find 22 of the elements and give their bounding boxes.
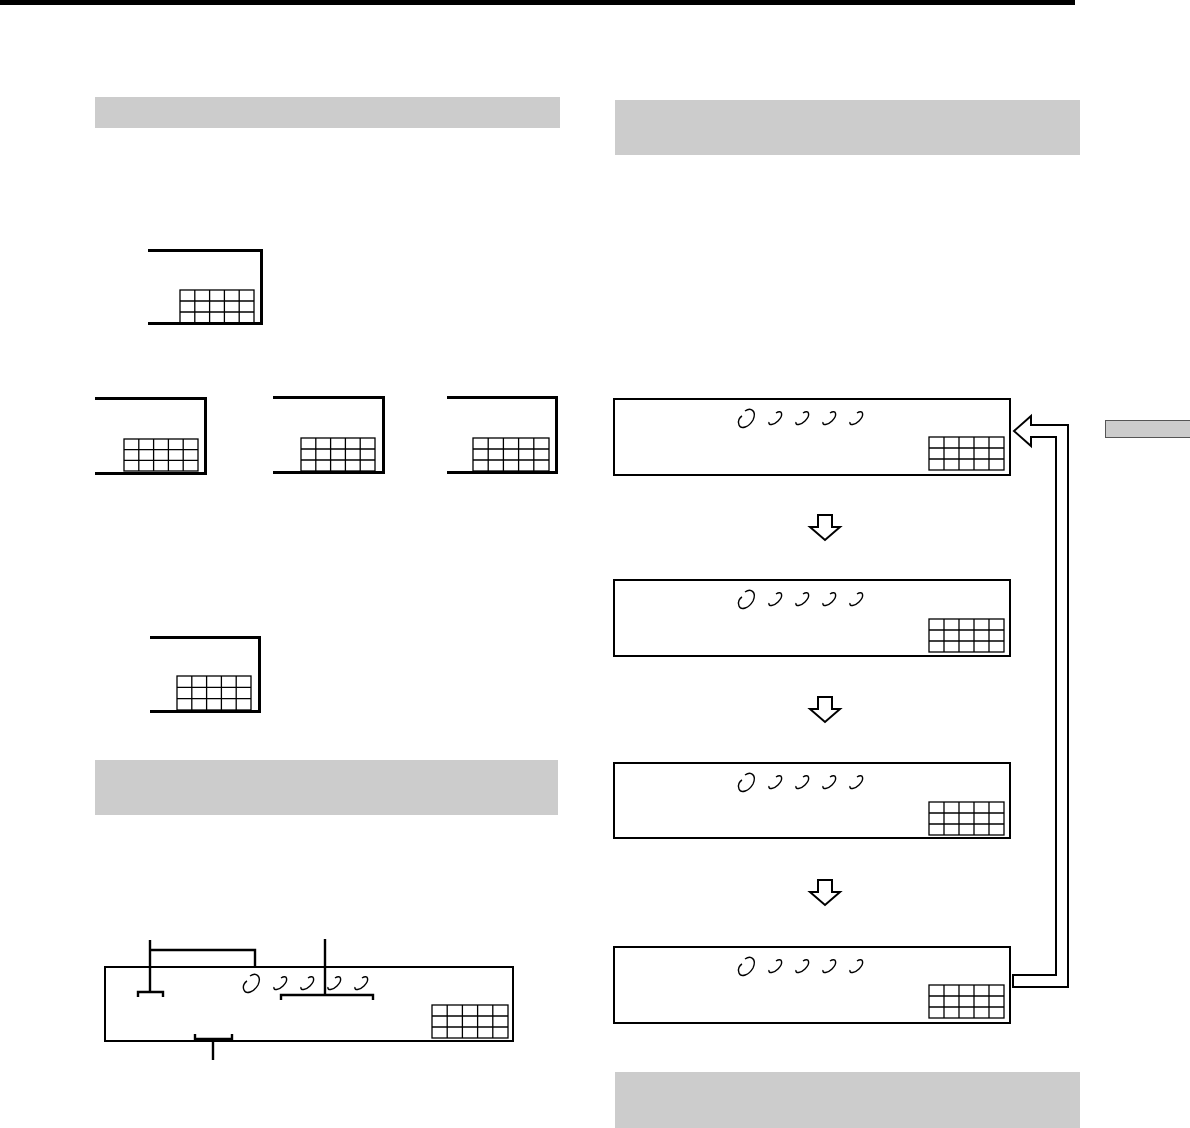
- hollow-arrow: [807, 514, 843, 542]
- heading-band: [95, 760, 558, 815]
- side-tab: [1105, 420, 1190, 438]
- heading-band: [615, 1072, 1080, 1128]
- hollow-arrow: [1012, 413, 1069, 988]
- display-panel: [150, 636, 261, 713]
- heading-band: [615, 100, 1080, 155]
- display-panel: [447, 396, 558, 474]
- display-panel: [613, 398, 1011, 476]
- display-panel: [95, 397, 207, 475]
- leader-line: [193, 1032, 234, 1062]
- hollow-arrow: [807, 696, 843, 724]
- heading-band: [95, 97, 560, 128]
- display-panel: [273, 396, 385, 474]
- display-panel: [613, 946, 1011, 1024]
- display-panel: [613, 762, 1011, 839]
- display-panel: [148, 249, 263, 325]
- hollow-arrow: [807, 879, 843, 907]
- leader-line: [279, 937, 375, 1002]
- display-panel: [104, 966, 514, 1042]
- display-panel: [613, 579, 1011, 657]
- leader-line: [136, 938, 257, 999]
